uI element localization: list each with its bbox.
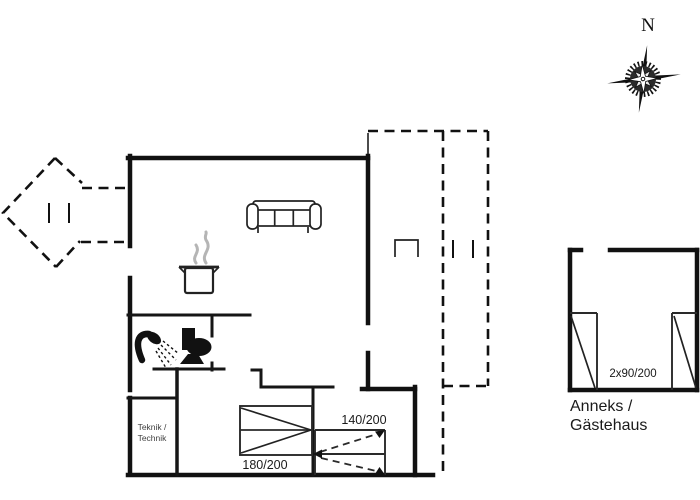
single-bed-icon-right xyxy=(671,312,697,390)
sofa-icon xyxy=(246,200,322,233)
teknik-room-label-line1: Teknik / xyxy=(138,422,167,432)
bedroom1-bed-size-label: 180/200 xyxy=(242,458,287,472)
teknik-room-label-line2: Technik xyxy=(138,433,168,443)
terrace-diamond xyxy=(1,157,128,268)
single-bed-icon-left xyxy=(570,312,598,390)
annex: 2x90/200 Anneks / Gästehaus xyxy=(567,247,700,434)
terrace-rear xyxy=(367,129,490,474)
terrace-door-marks-rear xyxy=(452,240,474,258)
annex-name-line1: Anneks / xyxy=(570,398,633,415)
pullout-bed-icon xyxy=(313,429,386,475)
bedroom2-bed-size-label: 140/200 xyxy=(341,413,386,427)
terrace-door-marks xyxy=(48,203,70,223)
terrace-table-icon xyxy=(394,239,419,257)
main-house-interior-walls xyxy=(126,313,335,477)
annex-bed-size-label: 2x90/200 xyxy=(609,368,656,380)
cooking-pot-icon xyxy=(178,230,220,295)
annex-name-line2: Gästehaus xyxy=(570,417,647,434)
shower-icon xyxy=(134,330,180,369)
steam-icon xyxy=(193,230,210,265)
annex-walls xyxy=(567,247,700,393)
compass-north-label: N xyxy=(641,15,655,36)
double-bed-icon xyxy=(239,405,313,456)
main-house-outer-walls xyxy=(125,153,436,478)
toilet-icon xyxy=(180,328,212,364)
compass-rose-icon xyxy=(607,45,681,113)
